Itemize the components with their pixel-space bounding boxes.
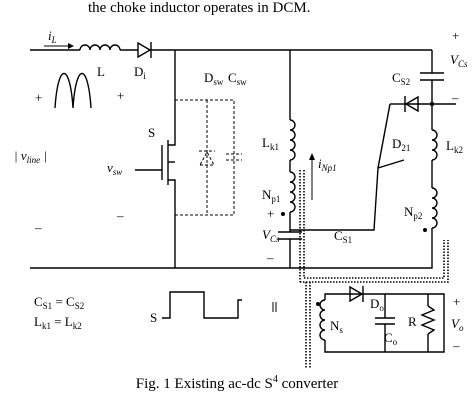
eq-Lk1-Lk2: Lk1 = Lk2 (34, 314, 82, 331)
label-CS1: CS1 (334, 228, 352, 245)
resistor-R (420, 305, 436, 335)
input-current-arrowhead (68, 43, 74, 49)
label-vsw: vsw (107, 160, 122, 177)
label-Lk1: Lk1 (262, 135, 279, 152)
label-L: L (97, 64, 105, 79)
label-plus-src2: + (117, 88, 124, 103)
label-iL: iL (48, 28, 57, 45)
label-VCs-plus: + (267, 206, 274, 221)
label-Np1: Np1 (262, 187, 280, 204)
label-Co: Co (384, 330, 398, 347)
label-plus-src: + (35, 90, 42, 105)
core-line-h1 (300, 240, 449, 283)
parasitic-diode-Dsw (199, 150, 215, 166)
mosfet-source-link (168, 179, 176, 190)
parasitic-frame (175, 99, 235, 216)
label-CS2: CS2 (392, 70, 410, 87)
eq-CS1-CS2: CS1 = CS2 (34, 294, 84, 311)
label-Lk2: Lk2 (446, 138, 463, 155)
rectified-sine-icon (54, 73, 92, 109)
label-Do: Do (370, 296, 384, 313)
wire-D21-diag (377, 103, 391, 169)
label-vline: | vline | (14, 148, 47, 165)
label-VCs-top-plus: + (452, 28, 459, 43)
dot-Np1 (281, 212, 285, 216)
label-Vo-plus: + (453, 294, 460, 309)
label-minus-src: – (34, 220, 42, 235)
core-line-h2 (304, 240, 445, 279)
winding-Np1 (289, 171, 296, 213)
current-arrowhead-iNp1 (309, 153, 315, 160)
dot-Np2 (423, 228, 427, 232)
label-Vo: Vo (451, 316, 464, 333)
wire-to-D21 (290, 159, 405, 231)
figure-caption: Fig. 1 Existing ac-dc S4 converter (136, 374, 338, 392)
label-VCs-top-minus: – (451, 90, 459, 105)
label-Ns: Ns (330, 318, 343, 335)
label-Vo-minus: – (452, 338, 460, 353)
label-Dsw: Dsw (204, 70, 224, 87)
label-D21: D21 (392, 136, 410, 153)
label-VCs-minus: – (266, 250, 274, 265)
label-VCs-top: VCs (450, 52, 468, 69)
label-VCs: VCs (262, 227, 280, 244)
diode-Do (349, 285, 364, 303)
winding-Ns (319, 299, 326, 341)
wire-output-loop (324, 293, 445, 353)
label-iNp1: iNp1 (318, 156, 337, 173)
winding-Np2 (431, 187, 438, 229)
inductor-Lk2 (431, 129, 438, 161)
diode-D21 (404, 95, 419, 113)
mosfet-drain-link (168, 135, 176, 146)
label-R: R (408, 314, 417, 329)
choke-inductor (79, 44, 121, 51)
dot-Ns (316, 302, 320, 306)
label-S-pulse: S (150, 310, 157, 325)
label-minus-src2: – (116, 208, 124, 223)
label-Csw: Csw (228, 70, 247, 87)
label-Np2: Np2 (404, 204, 422, 221)
label-S: S (148, 125, 155, 140)
header-text: the choke inductor operates in DCM. (88, 0, 310, 16)
gate-pulse-waveform (162, 291, 242, 319)
label-Di: Di (134, 64, 146, 81)
diode-Di (137, 41, 152, 59)
wire-Np2-bottom (300, 228, 433, 269)
inductor-Lk1 (289, 119, 296, 161)
